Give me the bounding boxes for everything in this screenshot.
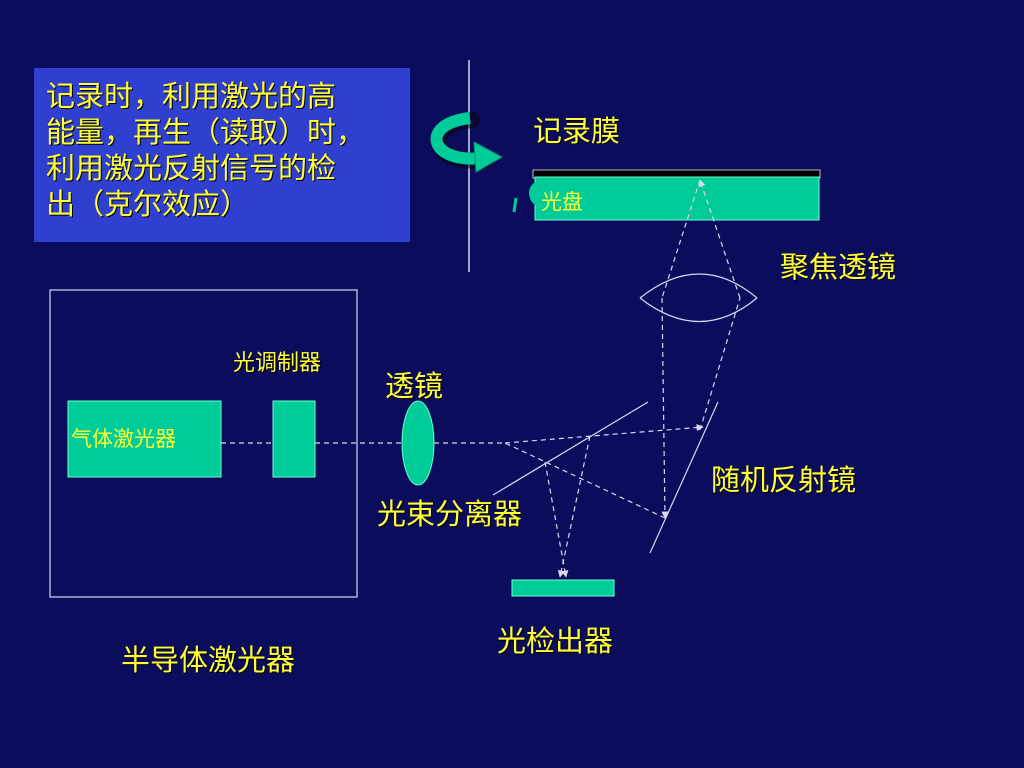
- semiconductor-laser-label: 半导体激光器: [121, 643, 296, 677]
- photodetector-block: [511, 579, 615, 597]
- note-line: 记录时，利用激光的高: [46, 79, 337, 113]
- semiconductor-laser-box: [49, 289, 358, 598]
- optical-disc: [512, 169, 821, 221]
- explanation-note: 记录时，利用激光的高 能量，再生（读取）时， 利用激光反射信号的检 出（克尔效应…: [34, 68, 410, 242]
- rotation-arrow-icon: [430, 112, 504, 173]
- gas-laser-block: [67, 400, 222, 478]
- lens-label: 透镜: [385, 369, 444, 403]
- light-modulator-block: [272, 400, 316, 478]
- photodetector-label: 光检出器: [497, 624, 614, 658]
- note-line: 出（克尔效应）: [46, 187, 250, 221]
- gas-laser-label: 气体激光器: [71, 427, 176, 451]
- random-mirror: [649, 401, 719, 554]
- light-modulator-label: 光调制器: [233, 351, 322, 376]
- focusing-lens: [639, 273, 758, 323]
- beam-splitter-label: 光束分离器: [377, 497, 523, 531]
- beam-paths: [221, 179, 741, 578]
- optical-disc-label: 光盘: [541, 190, 583, 214]
- focusing-lens-label: 聚焦透镜: [780, 250, 897, 284]
- beam-splitter: [492, 401, 649, 496]
- random-mirror-label: 随机反射镜: [711, 463, 857, 497]
- recording-film-label: 记录膜: [533, 114, 621, 148]
- lens-ellipse: [401, 400, 435, 486]
- note-line: 利用激光反射信号的检: [46, 151, 337, 185]
- note-line: 能量，再生（读取）时，: [46, 115, 366, 149]
